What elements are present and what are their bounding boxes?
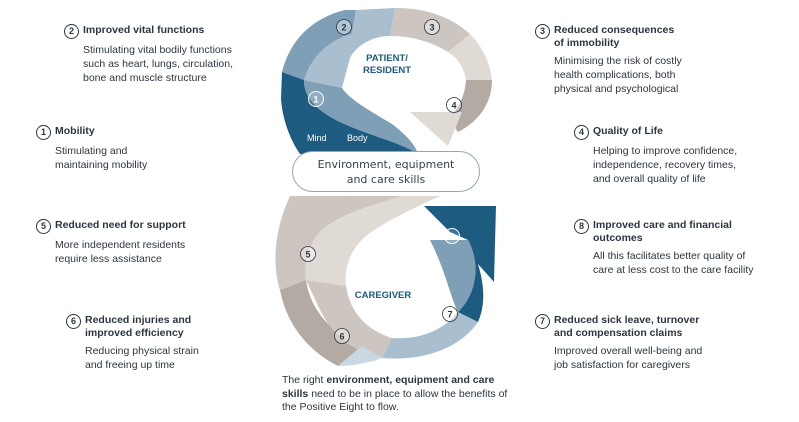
benefit-number: 8 <box>574 219 589 234</box>
segment-number-3: 3 <box>424 19 440 35</box>
segment-1-mid <box>304 80 418 154</box>
svg-text:8: 8 <box>449 232 454 242</box>
body-label: Body <box>347 133 368 143</box>
footer-note: The right environment, equipment and car… <box>282 374 522 415</box>
segment-number-1: 1 <box>308 91 324 107</box>
benefit-title: Improved vital functions <box>83 24 205 36</box>
benefit-title: Reduced consequences of immobility <box>554 24 675 49</box>
segment-number-7: 7 <box>442 306 458 322</box>
segment-2 <box>282 10 356 80</box>
benefit-7: 7 Reduced sick leave, turnover and compen… <box>535 314 760 372</box>
benefit-number: 3 <box>535 24 550 39</box>
segment-6-light <box>306 280 392 358</box>
benefit-4: 4 Quality of Life Helping to improve conf… <box>574 125 789 186</box>
benefit-description: All this facilitates better quality of c… <box>593 250 754 276</box>
benefit-description: Stimulating and maintaining mobility <box>55 145 148 171</box>
segment-number-8: 8 <box>444 228 460 244</box>
benefit-number: 2 <box>64 24 79 39</box>
svg-text:2: 2 <box>341 23 346 33</box>
segment-3 <box>390 8 470 52</box>
footer-post: need to be in place to allow the benefit… <box>282 387 508 414</box>
svg-text:1: 1 <box>313 95 318 105</box>
segment-4-arrow <box>410 112 462 146</box>
footer-pre: The right <box>282 374 327 386</box>
svg-text:4: 4 <box>451 101 456 111</box>
benefit-number: 5 <box>36 219 51 234</box>
svg-text:5: 5 <box>305 250 310 260</box>
patient-resident-label-line2: RESIDENT <box>363 65 411 76</box>
center-environment-box: Environment, equipment and care skills <box>292 151 480 192</box>
benefit-title: Quality of Life <box>593 125 664 137</box>
svg-text:7: 7 <box>447 310 452 320</box>
svg-text:6: 6 <box>339 332 344 342</box>
benefit-description: Improved overall well-being and job sati… <box>554 345 703 371</box>
segment-7-light <box>338 346 382 366</box>
segment-number-6: 6 <box>334 328 350 344</box>
svg-text:3: 3 <box>429 23 434 33</box>
benefit-description: More independent residents require less … <box>55 239 186 265</box>
benefit-number: 4 <box>574 125 589 140</box>
segment-6 <box>280 280 362 366</box>
benefit-description: Stimulating vital bodily functions such … <box>83 44 233 84</box>
benefit-3: 3 Reduced consequences of immobility Mini… <box>535 24 755 96</box>
benefit-title: Reduced need for support <box>55 219 186 231</box>
footer-bold: environment, equipment and care skills <box>282 374 495 400</box>
segment-number-4: 4 <box>446 97 462 113</box>
patient-resident-label-line1: PATIENT/ <box>366 53 408 64</box>
segment-5 <box>275 196 402 290</box>
segment-8-mid <box>430 240 476 312</box>
benefit-description: Reducing physical strain and freeing up … <box>85 345 199 371</box>
benefit-title: Mobility <box>55 125 95 137</box>
benefit-title: Reduced sick leave, turnover and compens… <box>554 314 700 339</box>
benefit-number: 7 <box>535 314 550 329</box>
segment-2-light <box>304 8 395 88</box>
segment-number-5: 5 <box>300 246 316 262</box>
benefit-1: 1 Mobility Stimulating and maintaining mo… <box>36 125 236 172</box>
segment-5-light <box>305 196 440 286</box>
benefit-title: Reduced injuries and improved efficiency <box>85 314 192 339</box>
benefit-number: 1 <box>36 125 51 140</box>
benefit-8: 8 Improved care and financial outcomes Al… <box>574 219 794 277</box>
segment-1-dark <box>281 72 418 154</box>
benefit-2: 2 Improved vital functions Stimulating vi… <box>64 24 274 85</box>
benefit-description: Minimising the risk of costly health com… <box>554 55 682 95</box>
mind-label: Mind <box>307 133 327 143</box>
benefit-number: 6 <box>66 314 81 329</box>
benefit-6: 6 Reduced injuries and improved efficienc… <box>66 314 266 372</box>
segment-number-2: 2 <box>336 19 352 35</box>
benefit-description: Helping to improve confidence, independe… <box>593 145 738 185</box>
segment-3-light <box>448 34 492 80</box>
segment-8 <box>424 206 496 322</box>
benefit-5: 5 Reduced need for support More independe… <box>36 219 246 266</box>
caregiver-label: CAREGIVER <box>355 290 412 301</box>
benefit-title: Improved care and financial outcomes <box>593 219 732 244</box>
segment-7 <box>382 312 478 359</box>
